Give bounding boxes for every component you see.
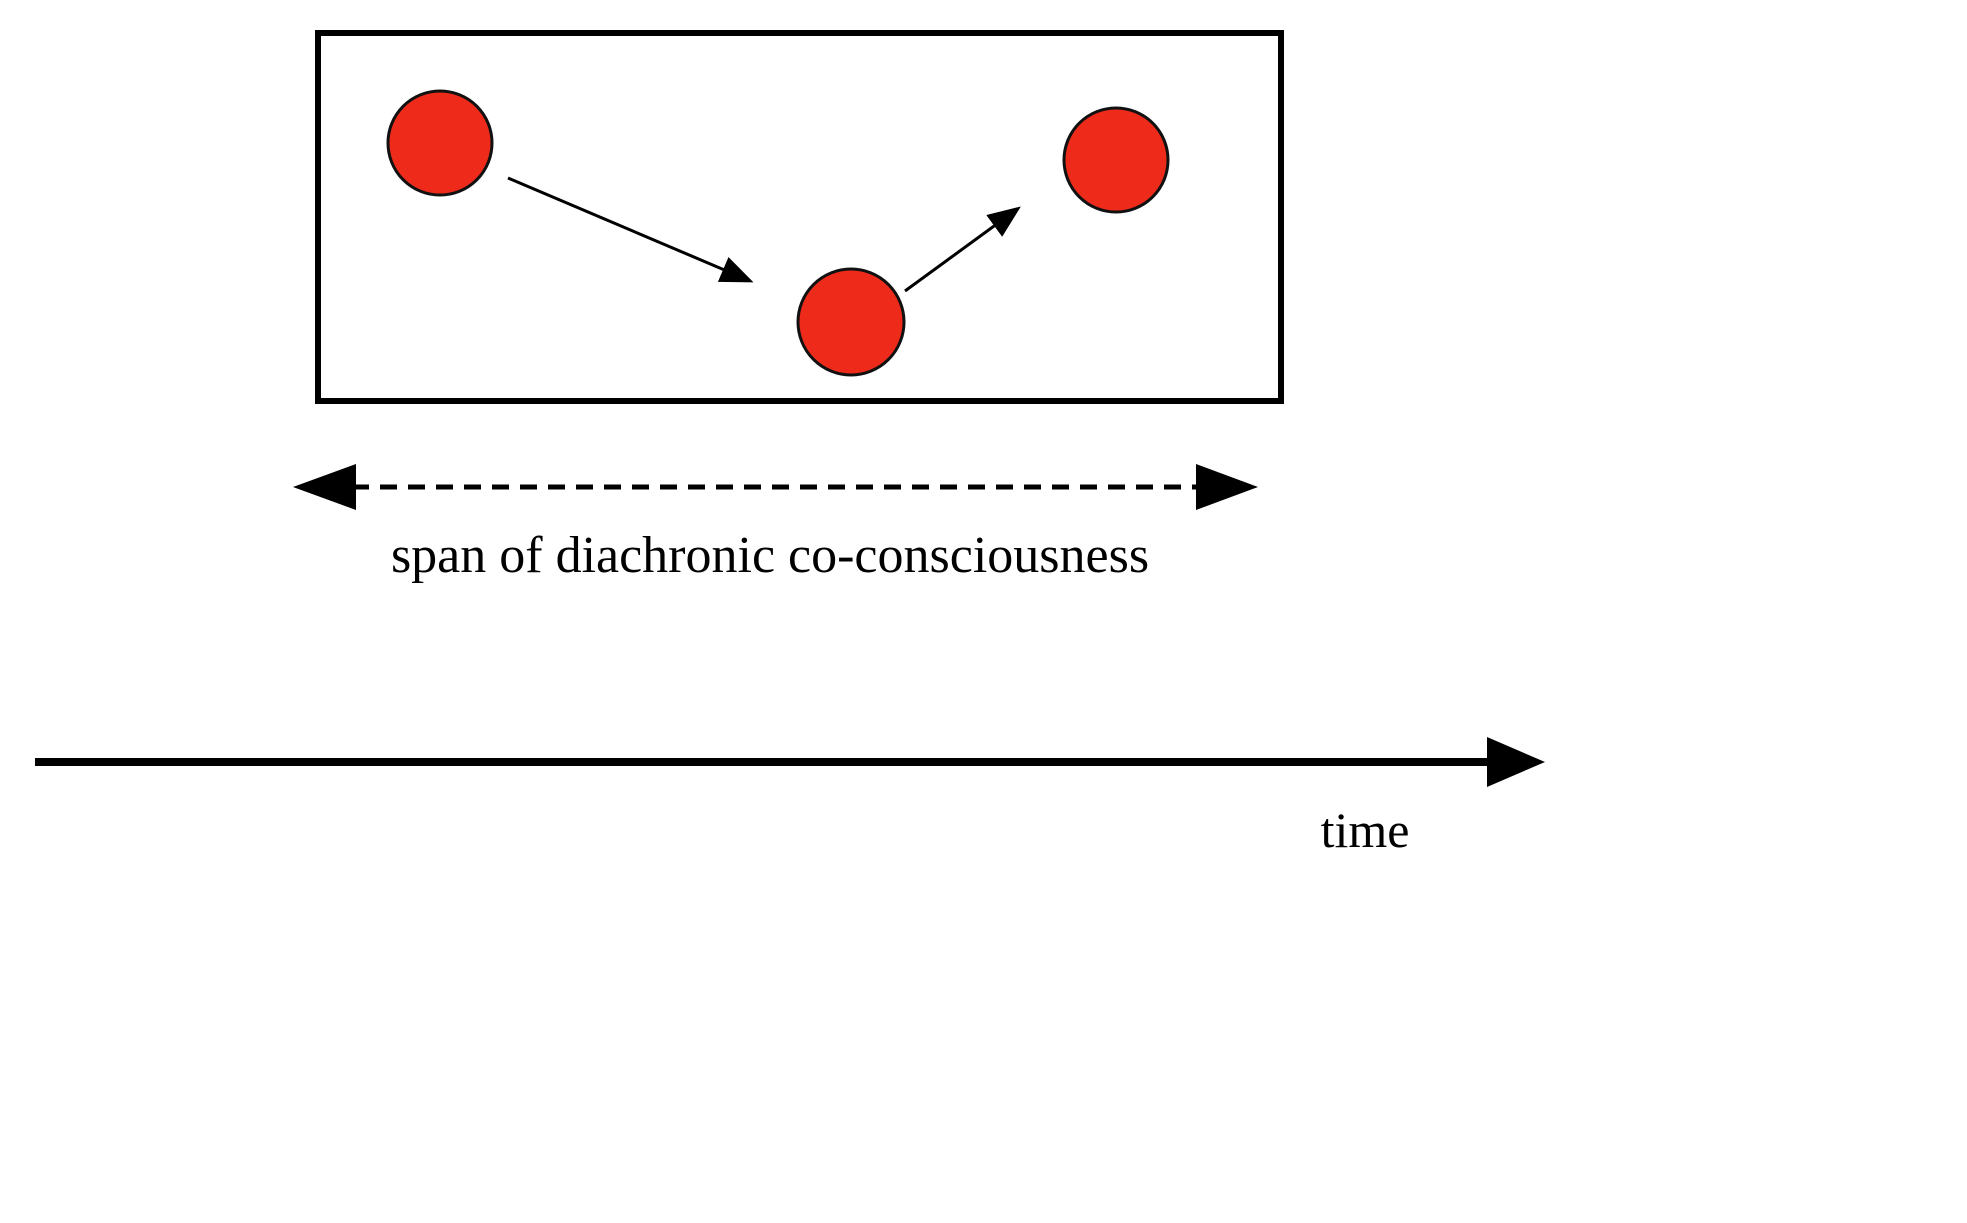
transition-arrow-1 [507, 176, 754, 283]
transition-arrow-2 [904, 206, 1021, 293]
time-label: time [1321, 802, 1410, 858]
span-label: span of diachronic co-consciousness [391, 527, 1149, 584]
time-axis-arrowhead-icon [1487, 737, 1545, 787]
experience-dot-3 [1062, 106, 1170, 214]
experience-dot-1 [386, 89, 494, 197]
experience-dot-2 [796, 267, 906, 377]
span-arrowhead-left-icon [293, 464, 356, 510]
co-consciousness-box [315, 30, 1284, 404]
span-arrowhead-right-icon [1196, 464, 1258, 510]
